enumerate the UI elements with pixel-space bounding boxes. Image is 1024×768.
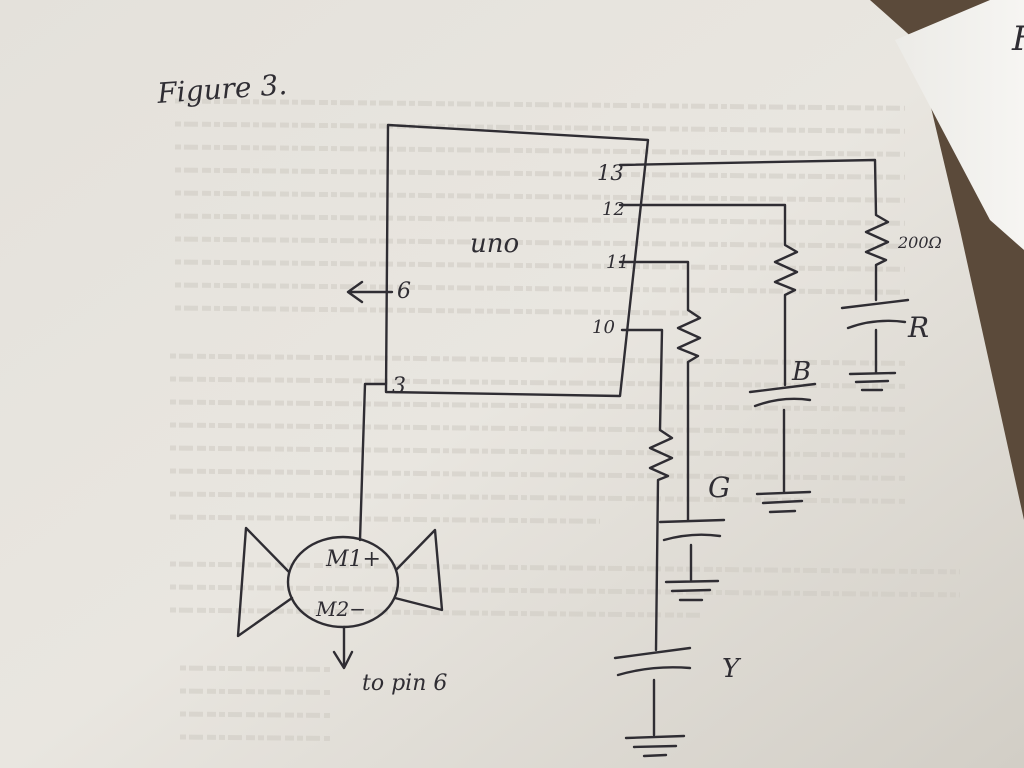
ghost-text-line xyxy=(169,514,601,524)
ghost-text-line xyxy=(169,422,906,435)
ghost-text-line xyxy=(169,561,961,575)
ghost-text-line xyxy=(174,144,906,157)
pin-6-label: 6 xyxy=(397,279,411,304)
ghost-text-line xyxy=(169,584,961,598)
ghost-text-line xyxy=(169,399,906,412)
motor-output-label: to pin 6 xyxy=(362,671,447,696)
ghost-text-line xyxy=(169,468,906,481)
ghost-text-line xyxy=(169,353,906,366)
second-sheet xyxy=(895,0,1024,250)
resistor-value-label: 200Ω xyxy=(897,233,942,252)
led-label-r: R xyxy=(907,311,929,344)
led-label-b: B xyxy=(791,357,811,387)
pin-13-wire-resistor xyxy=(618,158,890,302)
ghost-text-line xyxy=(174,305,701,316)
capacitor-ground-g xyxy=(658,518,726,602)
ghost-text-line xyxy=(174,121,906,134)
ghost-text-line xyxy=(174,259,906,272)
capacitor-ground-b xyxy=(748,382,817,514)
capacitor-ground-r xyxy=(840,298,910,392)
ghost-text-line xyxy=(174,282,906,295)
pin-3-wire xyxy=(358,382,388,542)
faint-printed-text xyxy=(169,98,961,741)
motor-right-fin xyxy=(393,528,444,612)
sheet-corner-letter: F xyxy=(1011,19,1024,59)
ghost-text-line xyxy=(174,190,906,203)
ghost-text-line xyxy=(174,167,906,180)
motor-terminal-1-label: M1+ xyxy=(325,547,381,572)
motor-left-fin xyxy=(236,526,294,638)
ghost-text-line xyxy=(169,445,906,458)
led-label-g: G xyxy=(708,471,730,504)
pin-6-arrow xyxy=(346,280,394,304)
capacitor-ground-y xyxy=(613,646,692,758)
microcontroller-box xyxy=(384,123,650,398)
pin-3-label: 3 xyxy=(392,374,406,399)
motor-terminal-2-label: M2− xyxy=(315,597,366,621)
ghost-text-line xyxy=(174,236,906,249)
pin-11-label: 11 xyxy=(606,252,629,273)
motor-output-arrow xyxy=(332,625,354,670)
ghost-text-line xyxy=(169,491,906,504)
pin-12-wire-resistor xyxy=(618,203,799,387)
microcontroller-label: uno xyxy=(470,229,519,259)
ghost-text-line xyxy=(169,607,701,618)
ghost-text-line xyxy=(169,376,906,389)
pin-10-label: 10 xyxy=(592,317,615,338)
ghost-text-line xyxy=(174,98,906,111)
ghost-text-line xyxy=(174,213,906,226)
led-label-y: Y xyxy=(722,654,742,684)
pin-11-wire-resistor xyxy=(618,260,702,522)
pin-12-label: 12 xyxy=(602,199,625,220)
pin-10-wire-resistor xyxy=(620,328,674,652)
